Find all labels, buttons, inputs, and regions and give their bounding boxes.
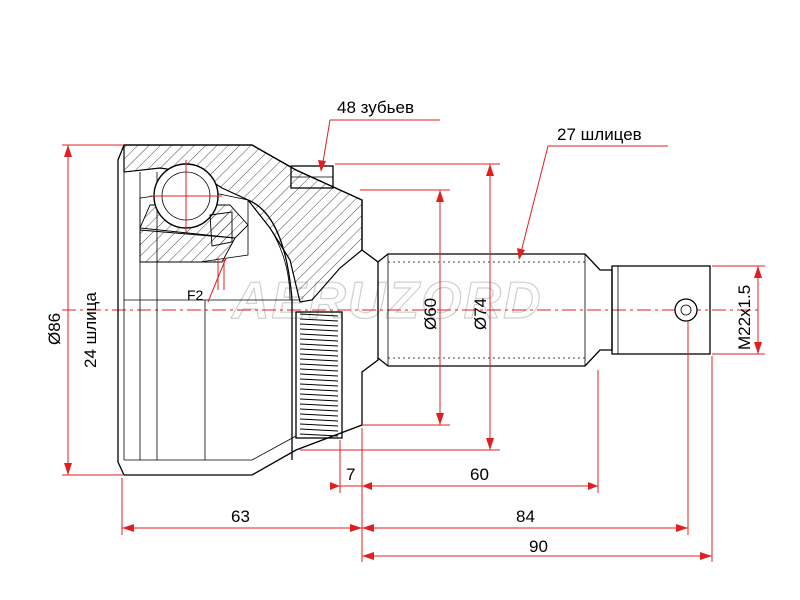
diameter-74-label: Ø74: [471, 298, 490, 330]
inner-race: [139, 160, 249, 290]
abs-tooth: [299, 328, 339, 332]
abs-tooth: [299, 408, 339, 412]
f2-label: F2: [187, 287, 204, 303]
abs-tooth: [299, 398, 339, 402]
diameter-60-label: Ø60: [421, 298, 440, 330]
abs-tooth: [299, 348, 339, 352]
watermark: AERUZORD: [230, 272, 543, 330]
abs-tooth: [299, 318, 339, 322]
abs-tooth: [299, 423, 339, 427]
abs-tooth: [299, 383, 339, 387]
abs-tooth: [299, 333, 339, 337]
abs-tooth: [299, 428, 339, 432]
dim-84-label: 84: [516, 507, 535, 526]
abs-tooth: [299, 338, 339, 342]
bell-curve: [247, 199, 293, 460]
abs-tooth: [299, 418, 339, 422]
abs-tooth: [299, 353, 339, 357]
abs-tooth: [299, 343, 339, 347]
thread-label: M22x1.5: [735, 285, 754, 350]
abs-tooth: [299, 323, 339, 327]
abs-tooth: [299, 363, 339, 367]
housing-outline: [117, 144, 379, 476]
abs-teeth: [299, 313, 339, 437]
dimensions: [62, 119, 765, 562]
abs-tooth: [299, 358, 339, 362]
abs-ring: [295, 311, 343, 439]
abs-tooth: [299, 433, 339, 437]
splines-inner-label: 24 шлица: [81, 292, 100, 368]
stub-shaft: [377, 253, 711, 367]
housing-bottom-chamfer: [251, 435, 297, 461]
abs-tooth: [299, 313, 339, 317]
abs-tooth: [299, 403, 339, 407]
abs-tooth: [299, 368, 339, 372]
bell-inner-curve: [269, 227, 291, 301]
abs-tooth: [299, 378, 339, 382]
dim-90-label: 90: [529, 537, 548, 556]
diameter-86-label: Ø86: [45, 313, 64, 345]
dim-63-label: 63: [231, 507, 250, 526]
abs-tooth: [299, 413, 339, 417]
dim-60-label: 60: [470, 465, 489, 484]
splines-outer-label: 27 шлицев: [557, 125, 642, 144]
abs-tooth: [299, 373, 339, 377]
teeth-label: 48 зубьев: [337, 98, 414, 117]
cotter-pin-hole: [674, 298, 698, 322]
dim-7-label: 7: [346, 465, 355, 484]
abs-tooth: [299, 388, 339, 392]
abs-tooth: [299, 393, 339, 397]
